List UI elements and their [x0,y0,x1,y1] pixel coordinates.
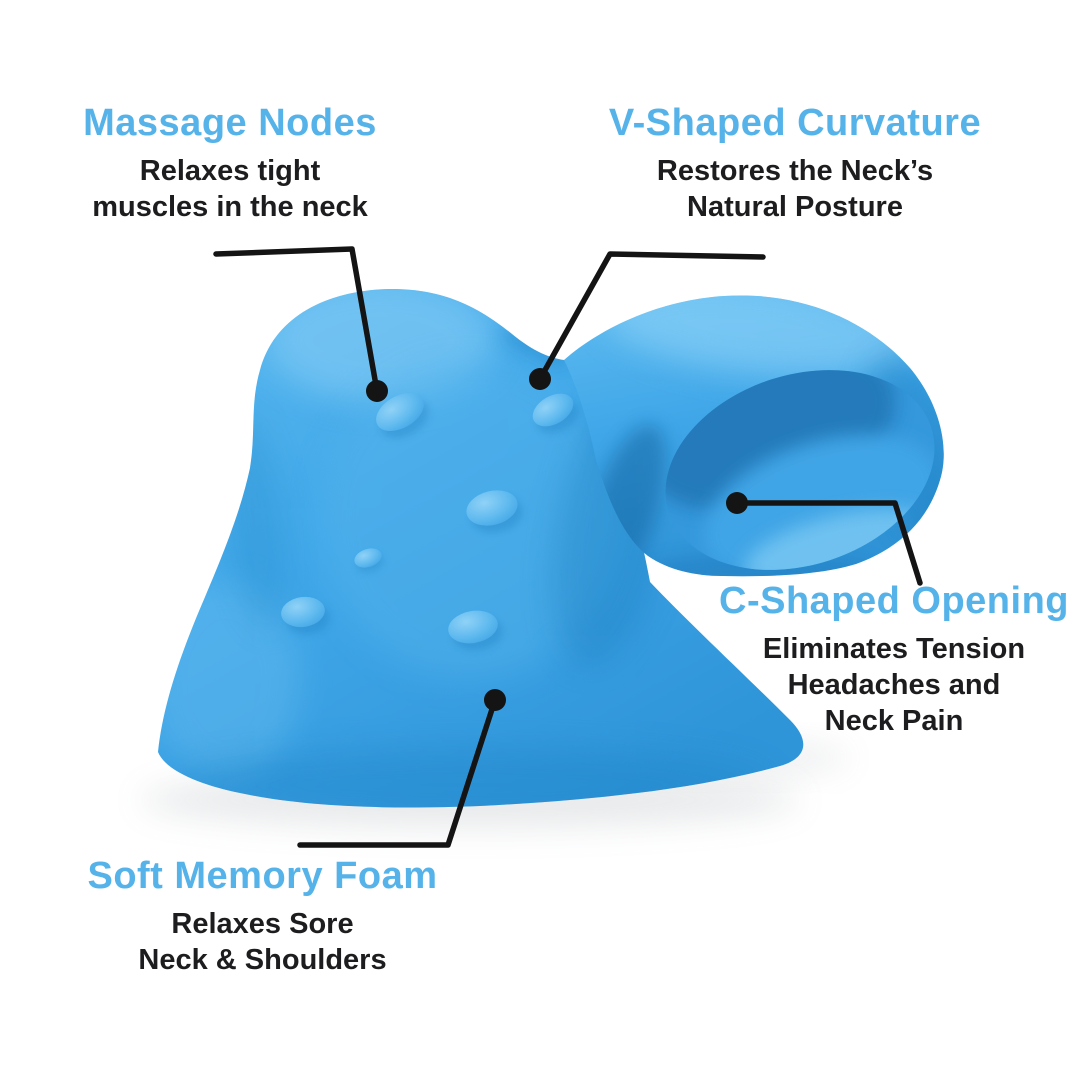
callout-massage-nodes: Massage Nodes Relaxes tight muscles in t… [55,100,405,225]
callout-heading-v-shaped-curvature: V-Shaped Curvature [608,102,982,144]
callout-lines [213,246,923,848]
massage-node-bump [466,490,523,533]
callout-dot-massage-nodes [366,380,388,402]
callout-line-massage-nodes [213,246,380,394]
callout-description-v-shaped-curvature: Restores the Neck’s Natural Posture [656,155,934,223]
callout-dots [366,368,748,711]
massage-node-bump [448,610,503,651]
callout-line-v-shaped [537,251,766,382]
neck-stretcher-body [158,288,804,808]
callout-dot-v-shaped [529,368,551,390]
callout-dot-c-shaped [726,492,748,514]
callout-heading-massage-nodes: Massage Nodes [83,102,377,144]
callout-heading-soft-memory-foam: Soft Memory Foam [87,855,438,897]
callout-description-soft-memory-foam: Relaxes Sore Neck & Shoulders [138,908,387,976]
callout-line-c-shaped [734,500,923,586]
callout-line-soft-foam [297,697,498,848]
neck-roll-curl [564,295,944,587]
massage-node-bump [376,393,429,438]
callout-dot-soft-foam [484,689,506,711]
massage-node-bumps [281,393,579,651]
callout-c-shaped-opening: C-Shaped Opening Eliminates Tension Head… [718,578,1070,739]
massage-node-bump [532,393,579,434]
callout-description-c-shaped-opening: Eliminates Tension Headaches and Neck Pa… [762,633,1026,737]
massage-node-bump [281,596,330,635]
callout-soft-memory-foam: Soft Memory Foam Relaxes Sore Neck & Sho… [70,853,455,978]
massage-node-bump [354,548,384,573]
callout-v-shaped-curvature: V-Shaped Curvature Restores the Neck’s N… [600,100,990,225]
callout-heading-c-shaped-opening: C-Shaped Opening [719,580,1069,622]
callout-description-massage-nodes: Relaxes tight muscles in the neck [92,155,368,223]
